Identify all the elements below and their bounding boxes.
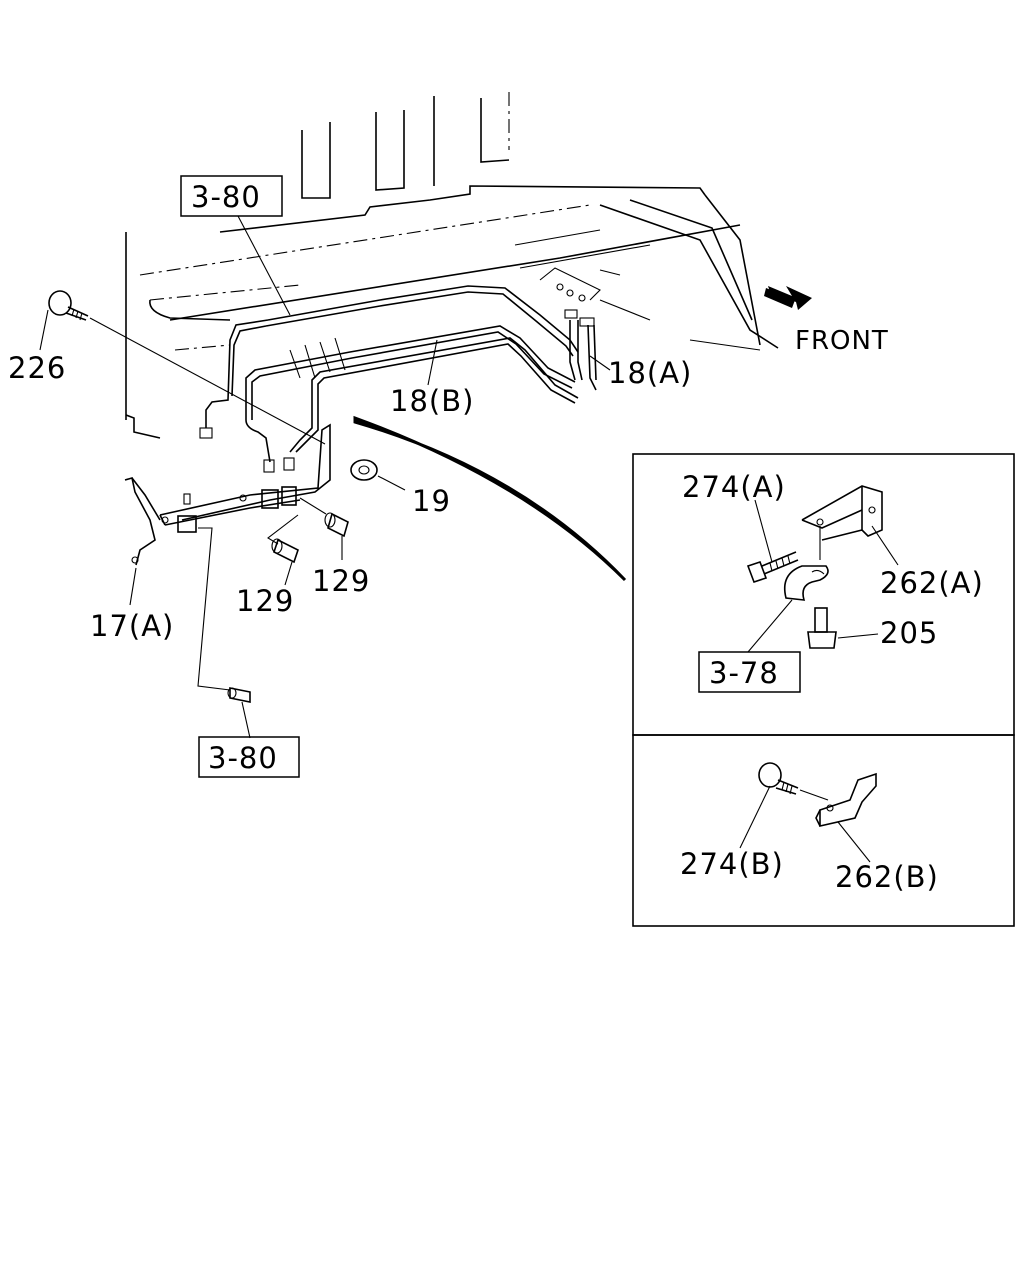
bolt-226 (48, 290, 326, 445)
label-18b: 18(B) (390, 384, 474, 418)
label-129-right: 129 (312, 564, 370, 598)
brake-pipes (199, 267, 601, 463)
front-arrow-icon (764, 286, 812, 310)
leader-lines (39, 215, 611, 606)
label-262b: 262(B) (835, 860, 939, 894)
label-17a: 17(A) (90, 609, 174, 643)
label-226: 226 (8, 351, 66, 385)
label-205: 205 (880, 616, 938, 650)
junction-block-assembly (124, 423, 331, 566)
ref-box-3-80-top (180, 175, 283, 217)
fitting-129-right (299, 497, 349, 560)
detail-callout-curve (353, 415, 627, 582)
detail-panel-b (632, 734, 1015, 927)
fitting-129-left (267, 514, 299, 586)
ref-box-3-80-bottom (198, 736, 300, 778)
nut-19 (350, 459, 406, 491)
ref-3-78: 3-78 (709, 656, 779, 690)
label-front: FRONT (795, 326, 889, 356)
label-274b: 274(B) (680, 847, 784, 881)
vehicle-frame (125, 92, 779, 439)
ref-3-80-top: 3-80 (191, 180, 261, 214)
label-18a: 18(A) (608, 356, 692, 390)
fitting-3-80-bottom (197, 527, 251, 739)
label-129-left: 129 (236, 584, 294, 618)
ref-box-3-78 (698, 651, 801, 693)
ref-3-80-bottom: 3-80 (208, 741, 278, 775)
label-274a: 274(A) (682, 470, 786, 504)
label-19: 19 (412, 484, 451, 518)
label-262a: 262(A) (880, 566, 984, 600)
